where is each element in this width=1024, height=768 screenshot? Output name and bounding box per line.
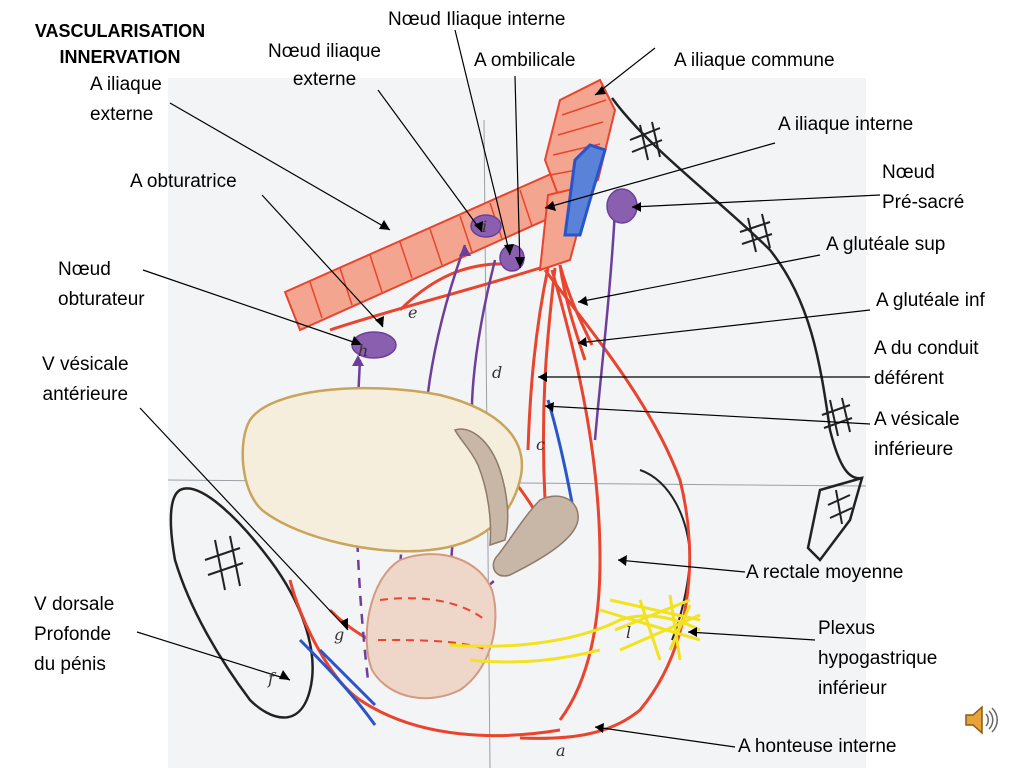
letter-a: a (556, 741, 566, 760)
pointer-lines (136, 29, 881, 748)
label-a-iliaque-commune: A iliaque commune (674, 50, 835, 71)
prostate-outline (365, 553, 497, 700)
label-v-vesicale-anterieure-line2: antérieure (42, 384, 129, 405)
title-line-2: INNERVATION (59, 47, 181, 67)
seminal-vesicle (492, 495, 579, 577)
label-plexus-hypogastrique-line2: hypogastrique (818, 648, 938, 669)
pubis-outline (169, 487, 314, 719)
label-noeud-presacre-line2: Pré-sacré (882, 192, 965, 213)
label-v-vesicale-anterieure: V vésicale antérieure (42, 350, 129, 410)
label-noeud-iliaque-externe-line1: Nœud iliaque (268, 41, 381, 62)
letter-h: h (358, 341, 368, 360)
label-v-dorsale-profonde: V dorsale Profonde du pénis (34, 590, 114, 680)
label-a-rectale-moyenne: A rectale moyenne (746, 562, 904, 583)
speaker-icon-glyph (965, 705, 998, 735)
label-v-dorsale-profonde-line1: V dorsale (34, 594, 115, 615)
noeud-iliaque-externe-node (470, 214, 502, 238)
label-a-iliaque-externe-line1: A iliaque (90, 74, 162, 95)
letter-i: i (482, 217, 487, 236)
label-a-vesicale-inferieure-line1: A vésicale (874, 409, 960, 430)
bone-hatch-marks (204, 121, 853, 591)
label-plexus-hypogastrique: Plexus hypogastrique inférieur (818, 614, 937, 704)
label-a-iliaque-externe-line2: externe (90, 104, 154, 125)
letter-d: d (492, 363, 502, 382)
label-noeud-obturateur-line2: obturateur (58, 289, 145, 310)
label-v-dorsale-profonde-line3: du pénis (34, 654, 106, 675)
label-a-vesicale-inferieure-line2: inférieure (874, 439, 954, 460)
label-a-iliaque-externe: A iliaque externe (90, 70, 162, 130)
label-a-ombilicale: A ombilicale (474, 50, 576, 71)
letter-f: f (267, 669, 277, 688)
label-noeud-presacre-line1: Nœud (882, 162, 935, 183)
vessel-flow-arrows (352, 245, 471, 366)
vas-deferens (453, 428, 509, 547)
label-noeud-iliaque-interne: Nœud Iliaque interne (388, 9, 566, 30)
coccyx-outline (806, 476, 864, 562)
label-v-dorsale-profonde-line2: Profonde (34, 624, 112, 645)
label-plexus-hypogastrique-line3: inférieur (818, 678, 887, 699)
pointer-arrowheads (279, 86, 697, 733)
label-a-gluteale-inf: A glutéale inf (876, 290, 985, 311)
label-a-conduit-deferent: A du conduit déférent (874, 334, 979, 394)
letter-c: c (536, 435, 545, 454)
title-line-1: VASCULARISATION (34, 21, 206, 41)
label-noeud-presacre: Nœud Pré-sacré (882, 158, 964, 218)
speaker-icon[interactable] (960, 700, 1000, 740)
label-a-honteuse-interne: A honteuse interne (738, 736, 897, 757)
letter-l: l (626, 623, 631, 642)
external-iliac-artery-rings (309, 189, 533, 319)
label-noeud-obturateur: Nœud obturateur (58, 255, 145, 315)
label-a-conduit-deferent-line1: A du conduit (874, 338, 979, 359)
label-a-iliaque-interne: A iliaque interne (778, 114, 914, 135)
hypogastric-plexus-lines (449, 594, 701, 664)
page-title: VASCULARISATION INNERVATION (20, 18, 220, 70)
label-plexus-hypogastrique-line1: Plexus (818, 618, 876, 639)
label-a-conduit-deferent-line2: déférent (874, 368, 944, 389)
label-a-vesicale-inferieure: A vésicale inférieure (874, 405, 960, 465)
drawing-letters: i e d c h g f l a (267, 217, 631, 760)
sacrum-outline (610, 97, 863, 480)
noeud-presacre-node (606, 188, 638, 224)
label-noeud-iliaque-externe-line2: externe (292, 69, 357, 90)
label-v-vesicale-anterieure-line1: V vésicale (42, 354, 129, 375)
label-a-gluteale-sup: A glutéale sup (826, 234, 946, 255)
letter-e: e (408, 303, 417, 322)
label-noeud-obturateur-line1: Nœud (58, 259, 111, 280)
letter-g: g (334, 625, 344, 644)
label-noeud-iliaque-externe: Nœud iliaque externe (268, 38, 381, 94)
label-a-obturatrice: A obturatrice (130, 171, 237, 192)
